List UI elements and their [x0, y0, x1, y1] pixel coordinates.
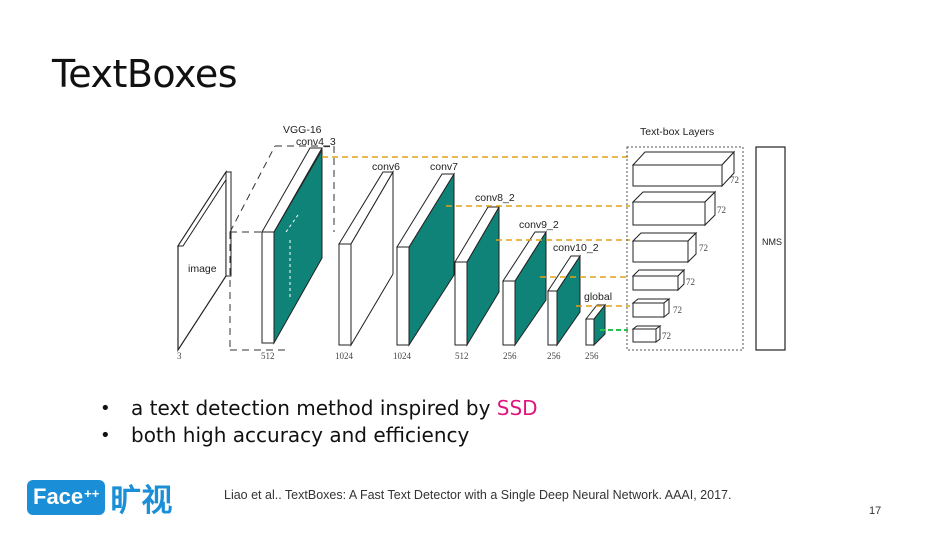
- textbox-layer-5: [631, 297, 671, 319]
- textbox-layer-6: [631, 325, 662, 343]
- layer-conv4-3: [261, 147, 323, 345]
- bullet-text: a text detection method inspired by: [131, 396, 497, 420]
- textbox-value-4: 72: [686, 277, 695, 287]
- bullet-list: • a text detection method inspired by SSD…: [100, 395, 538, 449]
- channels-label-global: 256: [585, 351, 599, 361]
- bullet-text: both high accuracy and efficiency: [131, 423, 470, 447]
- textbox-value-6: 72: [662, 331, 671, 341]
- layer-global: [584, 303, 607, 347]
- bullet-dot: •: [100, 425, 111, 446]
- vgg16-label: VGG-16: [283, 124, 322, 136]
- textbox-value-2: 72: [717, 205, 726, 215]
- vgg16-outline: [229, 145, 335, 351]
- bullet-item: • both high accuracy and efficiency: [100, 422, 538, 449]
- layer-conv6: [338, 170, 394, 347]
- textbox-value-1: 72: [730, 175, 739, 185]
- layer-conv9-2: [502, 230, 547, 347]
- company-logo: Face++ 旷视: [27, 478, 172, 519]
- textbox-value-5: 72: [673, 305, 682, 315]
- page-number: 17: [869, 505, 882, 517]
- nms-label: NMS: [762, 237, 782, 247]
- layer-label-conv8-2: conv8_2: [475, 192, 515, 204]
- channels-label-conv8-2: 512: [455, 351, 469, 361]
- bullet-item: • a text detection method inspired by SSD: [100, 395, 538, 422]
- channels-label-conv6: 1024: [335, 351, 354, 361]
- nms-block: [755, 146, 786, 351]
- logo-chinese: 旷视: [110, 482, 173, 519]
- channels-label-conv7: 1024: [393, 351, 412, 361]
- input-image-slab: [177, 169, 232, 353]
- layer-label-conv4-3: conv4_3: [296, 136, 336, 148]
- logo-sup: ++: [84, 485, 100, 501]
- bullet-dot: •: [100, 398, 111, 419]
- textbox-layer-4: [631, 268, 686, 292]
- input-channels-label: 3: [177, 351, 182, 361]
- layer-conv8-2: [454, 205, 500, 347]
- bullet-highlight-ssd: SSD: [496, 396, 538, 420]
- slide-title: TextBoxes: [52, 52, 238, 96]
- textbox-layers-title: Text-box Layers: [640, 126, 714, 138]
- layer-label-conv9-2: conv9_2: [519, 219, 559, 231]
- logo-face-badge: Face++: [27, 479, 106, 515]
- citation: Liao et al.. TextBoxes: A Fast Text Dete…: [224, 488, 732, 502]
- input-image-label: image: [188, 263, 217, 275]
- textbox-layers-container: [626, 146, 744, 351]
- channels-label-conv9-2: 256: [503, 351, 517, 361]
- feature-connectors: [322, 156, 630, 307]
- layer-label-conv6: conv6: [372, 161, 400, 173]
- textbox-value-3: 72: [699, 243, 708, 253]
- layer-conv10-2: [547, 254, 581, 347]
- logo-brand: Face: [33, 483, 84, 509]
- layer-label-global: global: [584, 291, 612, 303]
- textbox-layer-2: [631, 190, 717, 227]
- channels-label-conv10-2: 256: [547, 351, 561, 361]
- layer-label-conv10-2: conv10_2: [553, 242, 599, 254]
- layer-conv7: [396, 172, 455, 347]
- channels-label-conv4-3: 512: [261, 351, 275, 361]
- layer-label-conv7: conv7: [430, 161, 458, 173]
- textbox-layer-1: [631, 150, 736, 188]
- textbox-layer-3: [631, 231, 698, 264]
